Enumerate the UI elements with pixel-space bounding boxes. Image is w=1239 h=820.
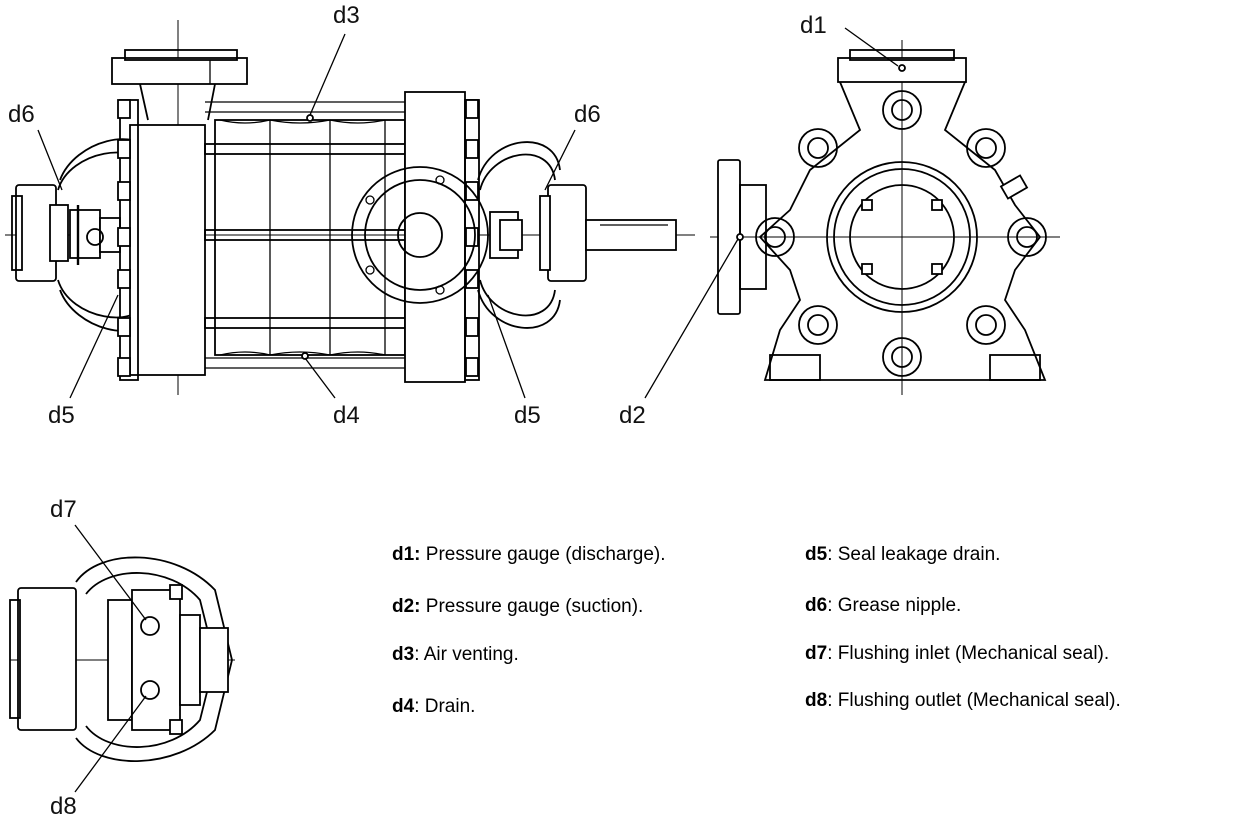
legend-d3: d3: Air venting. — [392, 645, 519, 664]
legend-text: : Flushing outlet (Mechanical seal). — [827, 690, 1121, 711]
callout-d1: d1 — [800, 12, 827, 39]
legend-d2: d2: Pressure gauge (suction). — [392, 597, 643, 616]
callout-d6-left: d6 — [8, 101, 35, 128]
leader-d5-left — [69, 294, 119, 399]
legend-code: d7 — [805, 643, 828, 664]
legend-code: d6 — [805, 595, 828, 616]
legend-d7: d7: Flushing inlet (Mechanical seal). — [805, 644, 1109, 663]
pump-end-view — [710, 40, 1060, 395]
legend-d4: d4: Drain. — [392, 697, 475, 716]
leader-d1 — [844, 27, 899, 67]
leader-d6-right — [544, 129, 576, 191]
legend-code: d3 — [392, 644, 415, 665]
legend-code: d2: — [392, 596, 421, 617]
legend-d5: d5: Seal leakage drain. — [805, 545, 1000, 564]
legend-text: : Drain. — [414, 696, 476, 717]
legend-text: Pressure gauge (discharge). — [420, 544, 666, 565]
leader-d3 — [309, 33, 346, 116]
leader-d2 — [644, 238, 739, 399]
seal-detail-view — [9, 556, 235, 762]
callout-d5-left: d5 — [48, 402, 75, 429]
legend-text: : Flushing inlet (Mechanical seal). — [827, 643, 1110, 664]
callout-d6-right: d6 — [574, 101, 601, 128]
legend-d1: d1: Pressure gauge (discharge). — [392, 545, 666, 564]
callout-d2: d2 — [619, 402, 646, 429]
legend-text: : Grease nipple. — [827, 595, 962, 616]
leader-d7 — [74, 524, 147, 621]
callout-d4: d4 — [333, 402, 360, 429]
leader-d6-left — [37, 129, 63, 191]
callout-d7: d7 — [50, 496, 77, 523]
legend-d6: d6: Grease nipple. — [805, 596, 961, 615]
pump-side-view — [5, 20, 695, 395]
legend-code: d8 — [805, 690, 828, 711]
leader-d4 — [304, 357, 336, 399]
legend-code: d1: — [392, 544, 421, 565]
leader-d8 — [74, 695, 147, 793]
legend-code: d5 — [805, 544, 828, 565]
leader-d5-right — [487, 294, 526, 399]
callout-d8: d8 — [50, 793, 77, 820]
legend-code: d4 — [392, 696, 415, 717]
legend-text: : Air venting. — [414, 644, 519, 665]
legend-text: : Seal leakage drain. — [827, 544, 1001, 565]
legend-d8: d8: Flushing outlet (Mechanical seal). — [805, 691, 1121, 710]
leader-lines — [37, 27, 899, 793]
legend-text: Pressure gauge (suction). — [420, 596, 644, 617]
callout-d5-right: d5 — [514, 402, 541, 429]
callout-d3: d3 — [333, 2, 360, 29]
